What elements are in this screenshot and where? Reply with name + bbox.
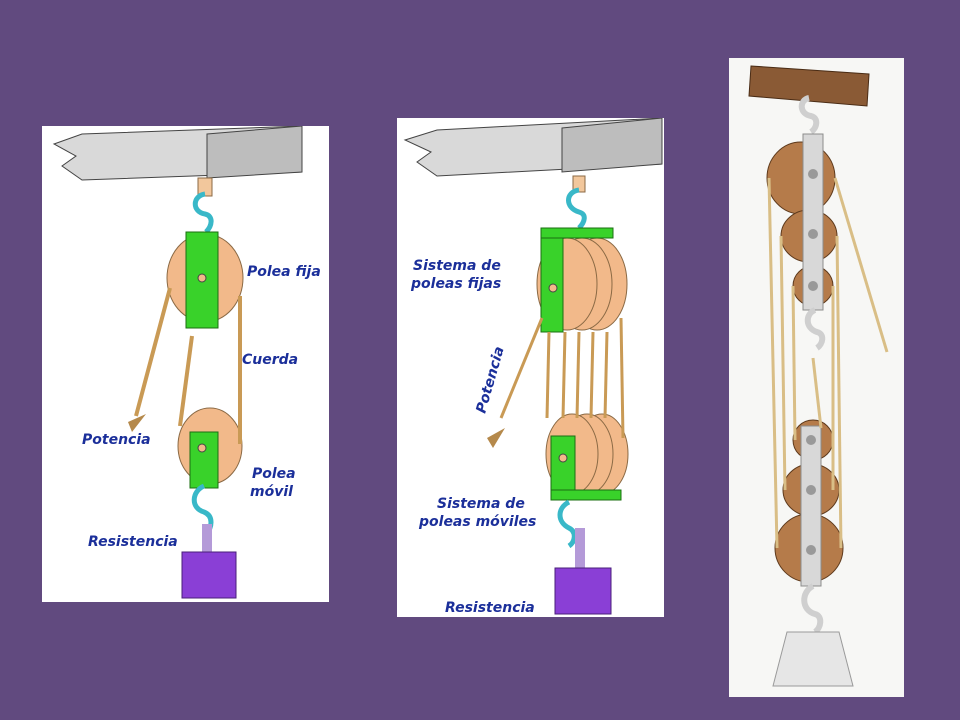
effort-arrow-head — [487, 428, 505, 448]
movable-pulley-system — [545, 413, 629, 501]
ceiling-beam — [403, 118, 663, 177]
compound-pulley-diagram: Sistema de poleas fijas Potencia Sistema… — [397, 118, 664, 617]
bottom-hook — [801, 583, 824, 635]
label-fixed-pulley: Polea fija — [247, 264, 321, 280]
label-movable-system-2: poleas móviles — [418, 514, 536, 530]
ceiling-beam — [52, 126, 303, 181]
lower-hook — [557, 499, 577, 549]
single-pulley-drawing: Polea fija Cuerda Potencia Polea móvil R… — [52, 126, 321, 599]
label-fixed-system-1: Sistema de — [413, 258, 501, 274]
middle-hook — [804, 307, 826, 351]
label-load: Resistencia — [445, 600, 535, 616]
label-effort: Potencia — [473, 345, 507, 415]
movable-pulley — [177, 407, 243, 489]
top-hook — [566, 175, 587, 230]
wooden-beam — [748, 65, 870, 107]
label-movable-pulley-1: Polea — [252, 466, 296, 482]
block-and-tackle-drawing — [748, 65, 889, 687]
fixed-pulley-system — [536, 227, 628, 333]
label-movable-pulley-2: móvil — [250, 484, 293, 500]
top-hook — [798, 95, 820, 135]
ropes — [499, 317, 625, 439]
load-weight — [772, 631, 854, 687]
label-load: Resistencia — [88, 534, 178, 550]
label-effort: Potencia — [82, 432, 151, 448]
label-movable-system-1: Sistema de — [437, 496, 525, 512]
movable-pulley-block — [774, 419, 844, 587]
label-rope: Cuerda — [242, 352, 298, 368]
single-pulley-diagram: Polea fija Cuerda Potencia Polea móvil R… — [42, 126, 329, 602]
rope — [134, 287, 242, 444]
fixed-pulley — [166, 231, 244, 329]
label-fixed-system-2: poleas fijas — [410, 276, 501, 292]
load-weight — [554, 528, 612, 615]
effort-arrow-head — [128, 414, 146, 432]
block-and-tackle-illustration — [729, 58, 904, 697]
top-hook — [192, 177, 214, 234]
compound-pulley-drawing: Sistema de poleas fijas Potencia Sistema… — [403, 118, 663, 616]
fixed-pulley-block — [766, 133, 838, 311]
ropes — [767, 177, 889, 549]
load-weight — [181, 524, 237, 599]
